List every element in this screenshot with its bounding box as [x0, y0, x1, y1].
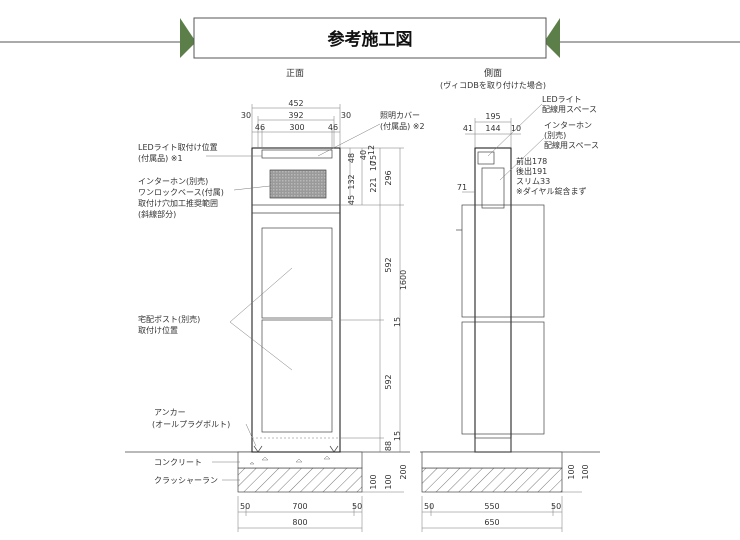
- front-parcel-upper: [261, 227, 333, 319]
- dim-side-100-a: 100: [567, 464, 576, 479]
- front-anchor-bolts: [253, 445, 339, 453]
- label-anchor-2: (オールプラグボルト): [152, 419, 230, 429]
- dim-side-71: 71: [457, 183, 467, 192]
- label-cover-2: (付属品) ※2: [380, 121, 425, 131]
- front-intercom-area: [269, 169, 327, 199]
- side-intercom-label-1: インターホン: [544, 121, 592, 130]
- side-labels: LEDライト 配線用スペース インターホン (別売) 配線用スペース 前出178…: [487, 95, 599, 196]
- dim-side-10: 10: [511, 124, 521, 133]
- dim-side-50-left: 50: [424, 502, 434, 511]
- dim-front-75: 75: [369, 155, 378, 165]
- title-banner: 参考施工図: [0, 17, 740, 59]
- front-concrete-texture: [249, 455, 331, 465]
- side-bottom-dimensions: 50 550 50 650: [421, 496, 563, 532]
- front-right-dimensions: 48 132 45 40 12 75 10 221 296 592 15 592…: [340, 145, 408, 493]
- side-concrete: [421, 451, 563, 469]
- side-base: [474, 437, 512, 453]
- dim-front-46-right: 46: [328, 123, 338, 132]
- label-anchor-1: アンカー: [154, 408, 186, 417]
- side-intercom-space: [481, 167, 505, 209]
- dim-front-50-left: 50: [240, 502, 250, 511]
- dim-front-88: 88: [384, 441, 393, 451]
- banner-left-accent: [180, 18, 196, 58]
- dim-front-1600: 1600: [399, 270, 408, 290]
- dim-front-30-right: 30: [341, 111, 351, 120]
- dim-side-195: 195: [485, 112, 500, 121]
- front-heading: 正面: [286, 68, 304, 79]
- side-note-1: 前出178: [516, 156, 547, 166]
- dim-front-10: 10: [369, 161, 378, 171]
- page-title: 参考施工図: [328, 29, 413, 50]
- dim-front-452: 452: [288, 99, 303, 108]
- label-crusher: クラッシャーラン: [154, 476, 218, 485]
- side-intercom-label-3: 配線用スペース: [544, 140, 599, 150]
- side-led-label-2: 配線用スペース: [542, 104, 597, 114]
- label-led-1: LEDライト取付け位置: [138, 142, 218, 152]
- label-intercom-1: インターホン(別売): [138, 176, 208, 186]
- label-cover-1: 照明カバー: [380, 111, 420, 120]
- dim-front-15-upper: 15: [393, 317, 402, 327]
- dim-front-700: 700: [292, 502, 307, 511]
- label-parcel-2: 取付け位置: [138, 325, 178, 335]
- dim-front-40: 40: [359, 150, 368, 160]
- dim-side-50-right: 50: [551, 502, 561, 511]
- side-top-dimensions: 195 41 144 10 71: [457, 112, 521, 193]
- front-top-dimensions: 452 392 30 30 46 300 46: [241, 99, 351, 148]
- dim-side-550: 550: [484, 502, 499, 511]
- dim-front-30-left: 30: [241, 111, 251, 120]
- side-note-3: スリム33: [516, 177, 550, 186]
- dim-side-41: 41: [463, 124, 473, 133]
- dim-front-132: 132: [347, 174, 356, 189]
- side-post-body: [474, 147, 512, 453]
- side-led-space: [477, 151, 495, 165]
- side-led-label-1: LEDライト: [542, 95, 582, 104]
- front-labels: LEDライト取付け位置 (付属品) ※1 インターホン(別売) ワンロックベース…: [138, 111, 425, 485]
- side-right-dimensions: 100 100: [562, 451, 590, 493]
- dim-front-392: 392: [288, 111, 303, 120]
- dim-front-300: 300: [289, 123, 304, 132]
- dim-side-144: 144: [485, 124, 500, 133]
- front-parcel-lower: [261, 319, 333, 433]
- side-subheading: (ヴィコDBを取り付けた場合): [440, 80, 546, 90]
- label-intercom-3: 取付け穴加工推奨範囲: [138, 198, 218, 208]
- dim-front-221: 221: [369, 177, 378, 192]
- dim-front-100-b: 100: [384, 474, 393, 489]
- front-led-light: [261, 149, 333, 159]
- dim-side-650: 650: [484, 518, 499, 527]
- label-intercom-4: (斜線部分): [138, 209, 176, 219]
- dim-front-296: 296: [384, 170, 393, 185]
- dim-side-100-b: 100: [581, 464, 590, 479]
- label-parcel-1: 宅配ポスト(別売): [138, 314, 200, 324]
- side-note-2: 後出191: [516, 166, 547, 176]
- front-bottom-dimensions: 50 700 50 800: [237, 496, 363, 532]
- side-parcel-lower: [461, 321, 545, 435]
- dim-front-46-left: 46: [255, 123, 265, 132]
- side-intercom-label-2: (別売): [544, 130, 566, 140]
- dim-front-15-lower: 15: [393, 431, 402, 441]
- front-post-body: [251, 147, 341, 453]
- banner-right-accent: [544, 18, 560, 58]
- label-concrete: コンクリート: [154, 458, 202, 467]
- dim-front-800: 800: [292, 518, 307, 527]
- dim-front-592-lower: 592: [384, 374, 393, 389]
- dim-front-592-upper: 592: [384, 257, 393, 272]
- dim-front-200: 200: [399, 464, 408, 479]
- label-intercom-2: ワンロックベース(付属): [138, 187, 224, 197]
- dim-front-50-right: 50: [352, 502, 362, 511]
- side-heading: 側面: [484, 67, 502, 79]
- front-crusher-run: [237, 467, 363, 493]
- label-led-2: (付属品) ※1: [138, 153, 183, 163]
- side-note-4: ※ダイヤル錠含まず: [516, 186, 586, 196]
- dim-front-12: 12: [367, 145, 376, 155]
- side-crusher-run: [421, 467, 563, 493]
- dim-front-45: 45: [347, 195, 356, 205]
- dim-front-48: 48: [347, 153, 356, 163]
- side-parcel-upper: [461, 204, 545, 318]
- dim-front-100-a: 100: [369, 474, 378, 489]
